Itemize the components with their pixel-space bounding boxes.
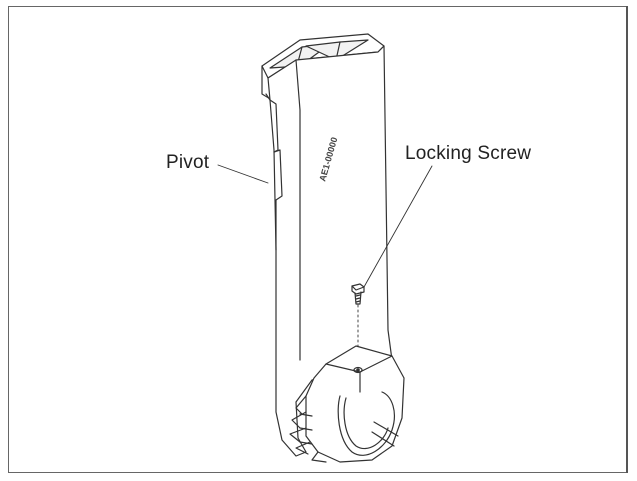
locking-screw-leader-line: [363, 165, 433, 288]
top-cap: [261, 33, 385, 101]
pivot-leader-line: [217, 164, 269, 184]
pivot-callout-label: Pivot: [166, 152, 210, 173]
locking-screw-callout-label: Locking Screw: [405, 143, 532, 164]
clamp-collar: [289, 345, 405, 463]
